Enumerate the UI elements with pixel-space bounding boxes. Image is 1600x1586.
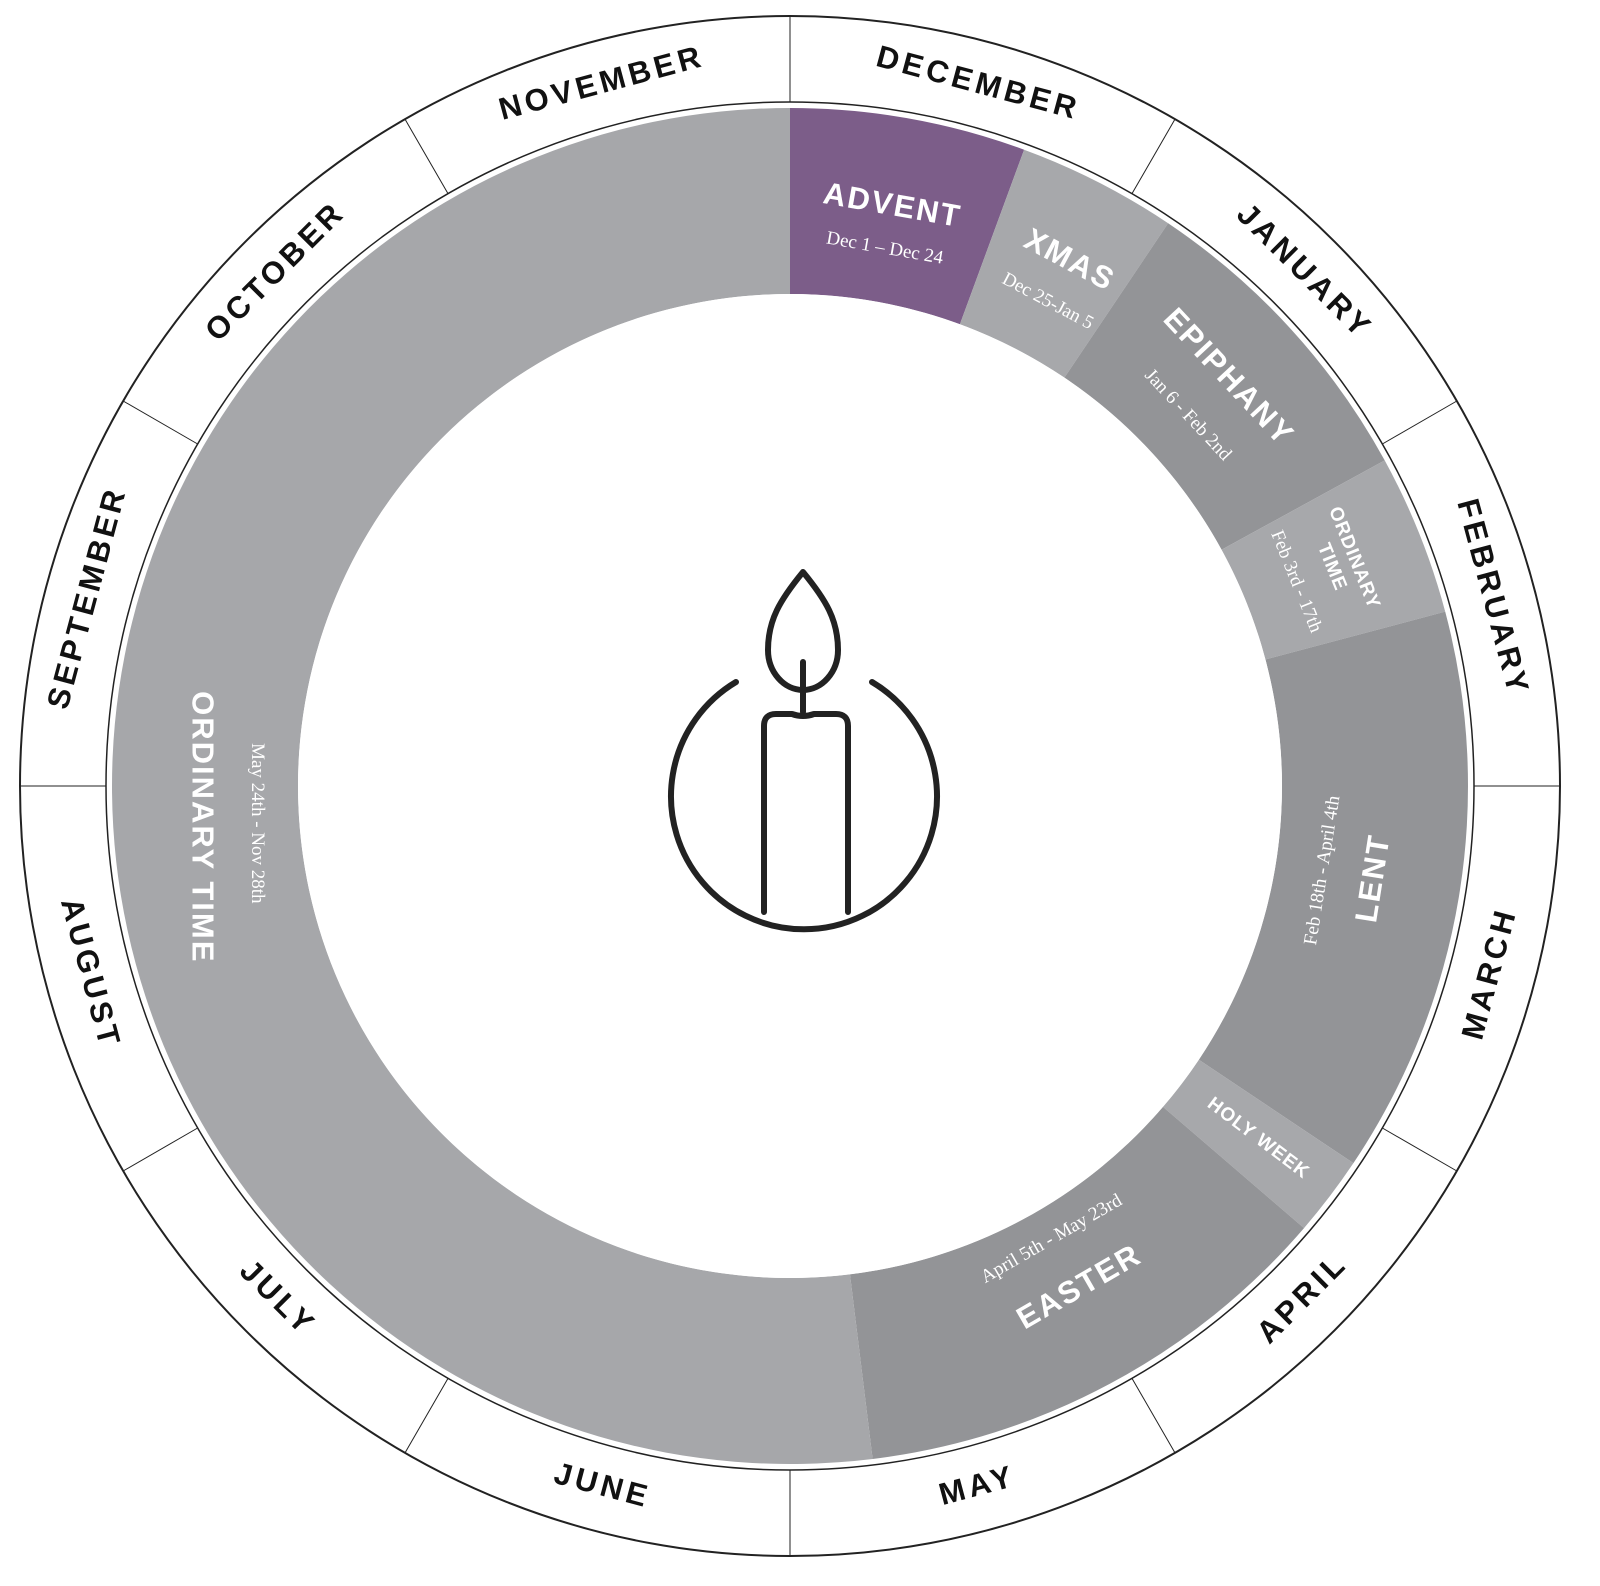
month-label-may: MAY	[935, 1458, 1019, 1512]
month-label-september: SEPTEMBER	[40, 482, 133, 712]
season-segment-ordinary	[1221, 460, 1446, 660]
season-segment-xmas	[959, 149, 1169, 378]
month-divider	[404, 1378, 449, 1454]
center-circle	[298, 294, 1282, 1278]
month-label-august: AUGUST	[54, 894, 128, 1053]
season-segment-easter	[849, 1106, 1305, 1459]
month-divider	[1382, 1127, 1458, 1172]
season-ring	[111, 108, 1469, 1465]
month-ring	[19, 15, 1561, 1557]
month-label-december: DECEMBER	[873, 39, 1084, 127]
season-segment-epiphany	[1064, 223, 1385, 550]
month-divider	[122, 400, 198, 445]
season-segment-lent	[1198, 611, 1469, 1164]
month-divider	[1131, 1378, 1176, 1454]
season-title-ordinary-time: ORDINARY TIME	[185, 691, 220, 963]
month-divider	[1382, 400, 1458, 445]
season-dates-ordinary-time: May 24th - Nov 28th	[247, 743, 268, 904]
month-divider	[404, 118, 449, 194]
month-label-june: JUNE	[550, 1455, 654, 1514]
month-label-november: NOVEMBER	[495, 38, 708, 126]
month-label-july: JULY	[233, 1253, 323, 1343]
month-divider	[122, 1127, 198, 1172]
season-segment-holy-week	[1163, 1059, 1354, 1229]
month-divider	[1131, 118, 1176, 194]
season-segment-advent	[790, 108, 1025, 325]
month-label-march: MARCH	[1455, 903, 1524, 1043]
season-segment-ordinary-time	[111, 108, 873, 1465]
candle-icon	[668, 569, 940, 933]
